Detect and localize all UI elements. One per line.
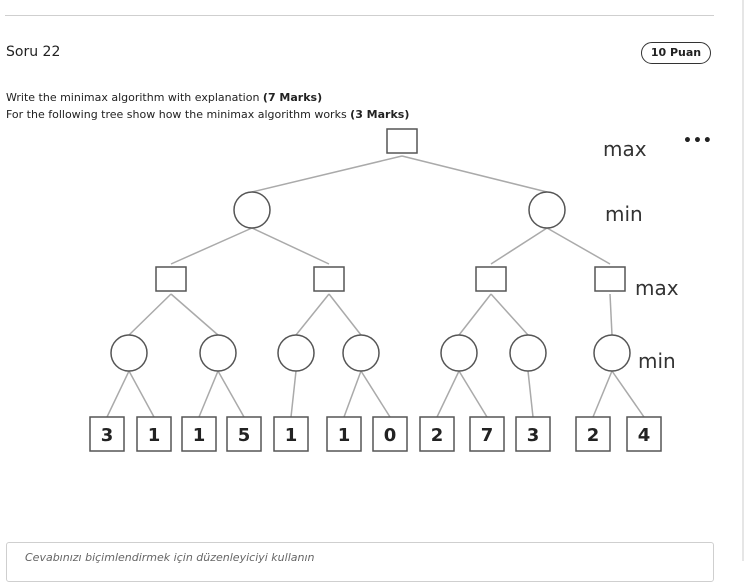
edge-min-leaf-1 [128,370,155,418]
edge-root-min-1 [401,155,548,193]
minimax-tree-diagram: 3 1 1 5 1 1 0 2 7 3 2 4 max min max min [89,128,679,452]
leaf-box-6 [372,416,408,452]
question-line-1: Write the minimax algorithm with explana… [6,89,409,106]
max-node-1 [313,266,345,292]
leaf-value-7: 2 [431,425,444,446]
edge-min-leaf-7 [436,370,460,418]
min-node-lower-2 [277,334,315,372]
leaf-box-4 [273,416,309,452]
answer-editor[interactable]: Cevabınızı biçimlendirmek için düzenleyi… [6,542,714,582]
leaf-value-0: 3 [101,425,114,446]
max-node-3 [594,266,626,292]
more-options-icon[interactable]: ••• [683,133,713,149]
leaf-box-11 [626,416,662,452]
question-line-1-marks: (7 Marks) [262,91,323,104]
min-node-lower-3 [342,334,380,372]
min-node-lower-5 [509,334,547,372]
max-node-2 [475,266,507,292]
question-title: Soru 22 [6,44,61,60]
max-node-root [386,128,418,154]
leaf-box-0 [89,416,125,452]
min-node-0 [233,191,271,229]
leaf-box-10 [575,416,611,452]
leaf-box-9 [515,416,551,452]
edge-min-max-0 [170,227,253,265]
level-label-max-2: max [635,276,679,300]
edge-min-max-2 [490,227,548,265]
leaf-value-11: 4 [638,425,651,446]
leaf-value-5: 1 [338,425,351,446]
leaf-box-7 [419,416,455,452]
edge-min-leaf-2 [198,370,219,418]
edge-min-leaf-0 [106,370,130,418]
leaf-value-4: 1 [285,425,298,446]
min-node-lower-1 [199,334,237,372]
leaf-value-6: 0 [384,425,397,446]
edge-min-leaf-5 [343,370,362,418]
leaf-box-3 [226,416,262,452]
min-node-lower-0 [110,334,148,372]
leaf-box-2 [181,416,217,452]
level-label-min-3: min [638,349,676,373]
top-divider [5,15,714,16]
min-node-lower-4 [440,334,478,372]
leaf-value-3: 5 [238,425,251,446]
min-node-1 [528,191,566,229]
max-node-0 [155,266,187,292]
min-node-lower-6 [593,334,631,372]
edge-min-leaf-11 [611,370,645,418]
leaf-value-8: 7 [481,425,494,446]
leaf-value-1: 1 [148,425,161,446]
level-label-max-0: max [603,137,647,161]
edge-min-max-1 [251,227,330,265]
question-line-1-text: Write the minimax algorithm with explana… [6,91,263,104]
points-badge: 10 Puan [641,42,711,64]
question-text: Write the minimax algorithm with explana… [6,89,409,123]
leaf-value-10: 2 [587,425,600,446]
edge-max-min-2 [295,293,330,336]
edge-min-leaf-8 [458,370,488,418]
edge-max-min-6 [609,293,613,336]
leaf-box-1 [136,416,172,452]
leaf-value-2: 1 [193,425,206,446]
edge-root-min-0 [251,155,403,193]
leaf-value-9: 3 [527,425,540,446]
edge-min-leaf-4 [290,370,297,418]
edge-min-leaf-3 [217,370,245,418]
edge-max-min-0 [128,293,172,336]
right-edge-border [742,0,744,561]
leaf-box-5 [326,416,362,452]
question-line-2: For the following tree show how the mini… [6,106,409,123]
edge-min-leaf-6 [360,370,391,418]
question-line-2-text: For the following tree show how the mini… [6,108,351,121]
leaf-box-8 [469,416,505,452]
edge-min-leaf-10 [592,370,613,418]
question-line-2-marks: (3 Marks) [350,108,410,121]
answer-placeholder: Cevabınızı biçimlendirmek için düzenleyi… [25,551,315,564]
edge-max-min-1 [170,293,219,336]
edge-max-min-5 [490,293,529,336]
level-label-min-1: min [605,202,643,226]
edge-min-max-3 [546,227,611,265]
edge-max-min-4 [458,293,492,336]
edge-min-leaf-9 [527,370,534,418]
edge-max-min-3 [328,293,362,336]
